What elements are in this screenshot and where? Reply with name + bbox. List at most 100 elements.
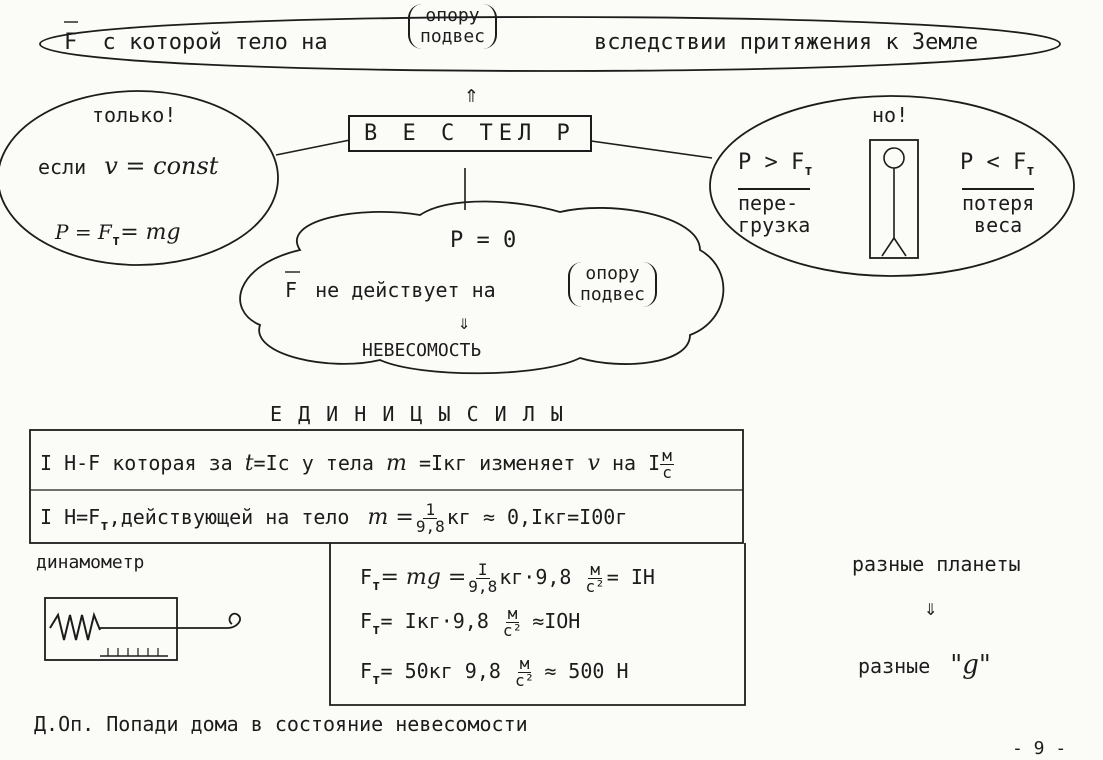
cloud-outline <box>239 200 725 375</box>
formula1-c: кг·9,8 <box>499 565 572 589</box>
planets-line-2: разные "g" <box>858 650 991 680</box>
formula1-d: = IН <box>606 565 655 589</box>
formula2-a: F <box>360 609 373 633</box>
homework: Д.Оп. Попади дома в состояние невесомост… <box>34 712 528 736</box>
units-line1-b: =Iс у тела <box>253 451 374 475</box>
right-ineq-left: P > Fт <box>738 150 813 179</box>
formula3-a: F <box>360 659 373 683</box>
dynamometer-body <box>44 597 178 661</box>
cloud-line-middle: не действует на <box>315 278 496 302</box>
right-caption-right-1: потеря <box>962 191 1035 215</box>
formula1-unit-den: с² <box>585 577 605 596</box>
left-condition-math: v = const <box>104 152 219 180</box>
units-line2-a: I Н=F <box>40 505 101 529</box>
cloud-line: F не действует на <box>285 278 496 302</box>
formula3-c: ≈ 500 Н <box>544 659 629 683</box>
right-ineq-left-main: P > F <box>738 150 805 175</box>
planets-line2-text: разные <box>858 654 931 678</box>
cloud-paren: опору подвес <box>568 262 658 308</box>
top-middle: с которой тело на <box>102 30 328 55</box>
top-definition: F с которой тело на <box>64 30 328 55</box>
right-ineq-right-main: P < F <box>960 150 1027 175</box>
units-box <box>29 429 744 544</box>
arrow-down-icon: ⇓ <box>458 310 471 334</box>
connector-left <box>275 139 351 156</box>
units-line1-v: v <box>587 451 600 476</box>
cloud-p-zero: P = 0 <box>450 228 517 253</box>
right-ineq-left-sub: т <box>804 163 813 179</box>
formula3-b: = 50кг 9,8 <box>380 659 501 683</box>
formula1-b: = mg = <box>380 565 467 590</box>
right-caption-left-1: пере- <box>738 191 799 215</box>
dynamometer-label: динамометр <box>36 552 145 573</box>
units-line2-b: ,действующей на тело <box>108 505 350 529</box>
units-heading: Е Д И Н И Ц Ы С И Л Ы <box>270 402 565 426</box>
dynamometer-spring <box>49 611 101 641</box>
formula1-frac-num: I <box>475 560 490 579</box>
units-line2-sub: т <box>100 518 109 534</box>
top-paren: опору подвес <box>408 4 498 50</box>
formula1-sub: т <box>372 578 381 594</box>
units-line1-frac-num: м <box>660 446 674 465</box>
units-line1-c: =Iкг изменяет <box>418 451 576 475</box>
weight-title: В Е С ТЕЛ Р <box>348 115 592 152</box>
units-line1-a: I Н-F которая за <box>40 451 233 475</box>
units-line1-m: m <box>386 451 407 476</box>
formula3-sub: т <box>372 672 381 688</box>
right-caption-right: потеря веса <box>962 188 1035 237</box>
right-heading: но! <box>872 103 909 127</box>
left-condition-prefix: если <box>38 155 87 179</box>
units-line1-frac-den: с <box>662 463 672 482</box>
right-caption-right-2: веса <box>974 213 1023 237</box>
formula2-c: ≈IОН <box>532 609 581 633</box>
planets-line-1: разные планеты <box>852 552 1021 576</box>
right-oval <box>709 95 1075 277</box>
top-oval <box>39 16 1061 72</box>
right-ineq-right-sub: т <box>1026 163 1035 179</box>
left-heading: только! <box>92 103 177 127</box>
formula2-unit-num: м <box>505 604 520 623</box>
units-line2-frac-num: 1 <box>423 500 438 519</box>
right-caption-left: пере- грузка <box>738 188 811 237</box>
units-line-1: I Н-F которая за t=Iс у тела m =Iкг изме… <box>40 448 674 481</box>
formula1-frac-den: 9,8 <box>468 577 498 596</box>
figure-head <box>883 147 905 169</box>
left-formula-main: P = F <box>55 220 112 244</box>
connector-right <box>583 139 713 159</box>
units-line2-frac-den: 9,8 <box>415 517 445 536</box>
left-formula-tail: = mg <box>120 220 181 245</box>
formula2-b: = Iкг·9,8 <box>380 609 489 633</box>
units-line1-d: на I <box>612 451 661 475</box>
units-line2-m: m = <box>367 505 414 530</box>
units-line2-c: кг ≈ 0,Iкг=I00г <box>446 505 628 529</box>
left-condition: если v = const <box>38 152 218 180</box>
planets-arrow-down-icon: ⇓ <box>924 596 938 621</box>
top-prefix: F <box>64 30 78 55</box>
formula1-a: F <box>360 565 373 589</box>
page-number: - 9 - <box>1012 738 1067 759</box>
formula3-unit-den: с² <box>514 671 535 690</box>
formula2-sub: т <box>372 622 381 638</box>
units-line1-t: t <box>244 451 254 476</box>
top-paren-bottom: подвес <box>420 25 486 47</box>
figure-box <box>869 139 919 259</box>
left-formula-sub: т <box>111 233 121 249</box>
right-ineq-right: P < Fт <box>960 150 1035 179</box>
cloud-result: НЕВЕСОМОСТЬ <box>362 340 482 361</box>
dynamometer-hook <box>100 612 241 629</box>
left-oval <box>0 90 279 266</box>
left-formula: P = Fт= mg <box>55 220 181 249</box>
planets-line2-g: "g" <box>950 650 991 680</box>
formula1-unit-num: м <box>588 560 602 579</box>
top-suffix: вследствии притяжения к Земле <box>594 30 979 55</box>
arrow-up-icon: ⇑ <box>464 80 479 108</box>
right-caption-left-2: грузка <box>738 213 811 237</box>
cloud-line-prefix: F <box>285 278 298 302</box>
top-paren-top: опору <box>425 5 480 26</box>
cloud-paren-bottom: подвес <box>580 283 646 305</box>
